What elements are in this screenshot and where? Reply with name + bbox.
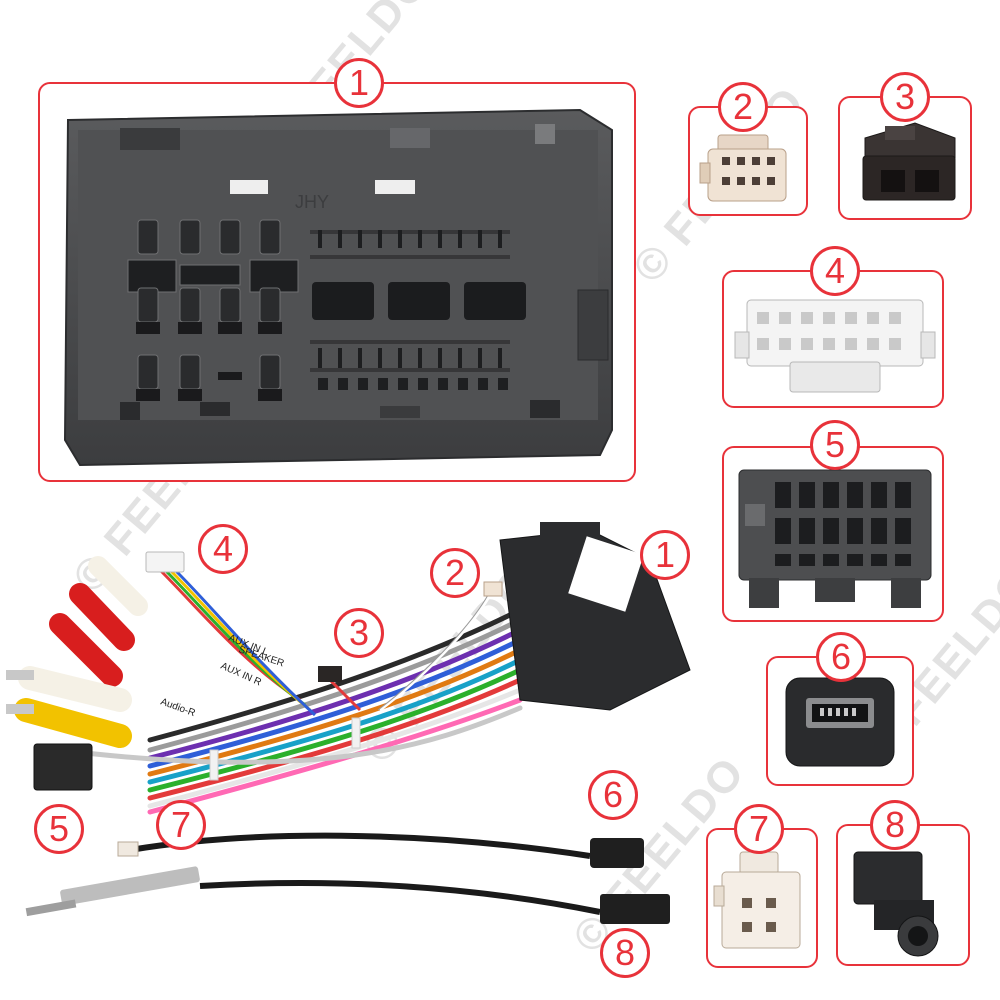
wiring-harness-image: AUX IN L SPEAKER AUX IN R Audio-R xyxy=(6,522,691,924)
harness-callout-5: 5 xyxy=(34,804,84,854)
harness-callout-6: 6 xyxy=(588,770,638,820)
callout-2: 2 xyxy=(718,82,768,132)
connector-5-image xyxy=(738,469,932,608)
harness-callout-4: 4 xyxy=(198,524,248,574)
callout-3: 3 xyxy=(880,72,930,122)
callout-8: 8 xyxy=(870,800,920,850)
harness-callout-2: 2 xyxy=(430,548,480,598)
connector-6-image xyxy=(785,677,895,767)
connector-3-image xyxy=(862,122,956,201)
connector-8-image xyxy=(853,851,939,957)
harness-callout-1: 1 xyxy=(640,530,690,580)
connector-1-marking: JHY xyxy=(295,192,329,212)
connector-1-image: JHY xyxy=(63,108,613,467)
callout-4: 4 xyxy=(810,246,860,296)
callout-6: 6 xyxy=(816,632,866,682)
label-audio: Audio-R xyxy=(159,696,197,719)
callout-5: 5 xyxy=(810,420,860,470)
harness-callout-3: 3 xyxy=(334,608,384,658)
connector-7-image xyxy=(713,851,801,949)
connector-2-image xyxy=(699,134,787,202)
callout-7: 7 xyxy=(734,804,784,854)
callout-1: 1 xyxy=(334,58,384,108)
harness-callout-7: 7 xyxy=(156,800,206,850)
harness-callout-8: 8 xyxy=(600,928,650,978)
connector-4-image xyxy=(734,299,936,393)
